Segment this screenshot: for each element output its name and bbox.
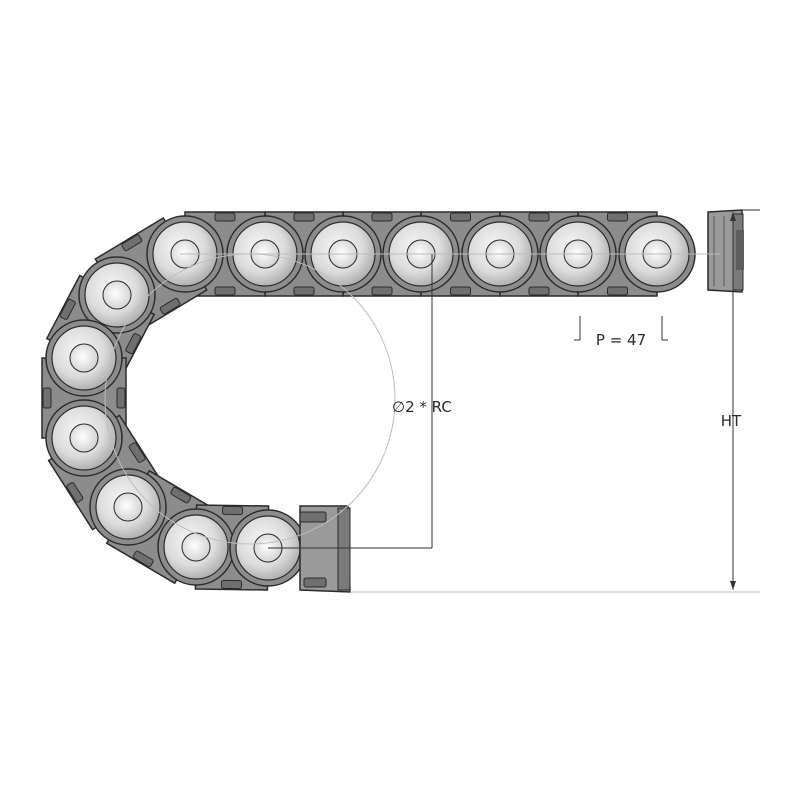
roller-hub <box>69 423 99 453</box>
link-pad <box>128 442 146 463</box>
link-pad <box>116 387 126 409</box>
link-pad <box>170 486 192 504</box>
link-pad <box>121 234 143 252</box>
top-end-bracket <box>707 209 744 293</box>
chain-body <box>41 211 696 591</box>
link-pad <box>42 387 52 409</box>
bottom-end-bracket <box>299 505 351 593</box>
pitch-label: P = 47 <box>596 331 646 349</box>
link-pad <box>221 505 244 516</box>
link-pad <box>220 579 243 590</box>
link-pad <box>450 212 471 222</box>
link-pad <box>607 286 628 296</box>
link-pad <box>59 298 76 320</box>
roller-hub <box>102 280 132 310</box>
roller-hub <box>113 492 143 522</box>
link-pad <box>132 550 154 568</box>
link-pad <box>66 482 84 503</box>
height-label: HT <box>721 412 742 430</box>
link-pad <box>293 286 315 296</box>
link-pad <box>214 286 236 296</box>
link-pad <box>371 286 393 296</box>
link-pad <box>607 212 628 222</box>
link-pad <box>528 212 550 222</box>
link-pad <box>125 333 142 355</box>
roller-hub <box>181 532 211 562</box>
link-pad <box>159 297 181 315</box>
bend-radius-label: ∅2 * RC <box>392 398 452 416</box>
link-pad <box>214 212 236 222</box>
link-pad <box>293 212 315 222</box>
link-pad <box>371 212 393 222</box>
dimension-lines <box>104 209 760 593</box>
roller-hub <box>69 343 99 373</box>
link-pad <box>450 286 471 296</box>
link-pad <box>528 286 550 296</box>
